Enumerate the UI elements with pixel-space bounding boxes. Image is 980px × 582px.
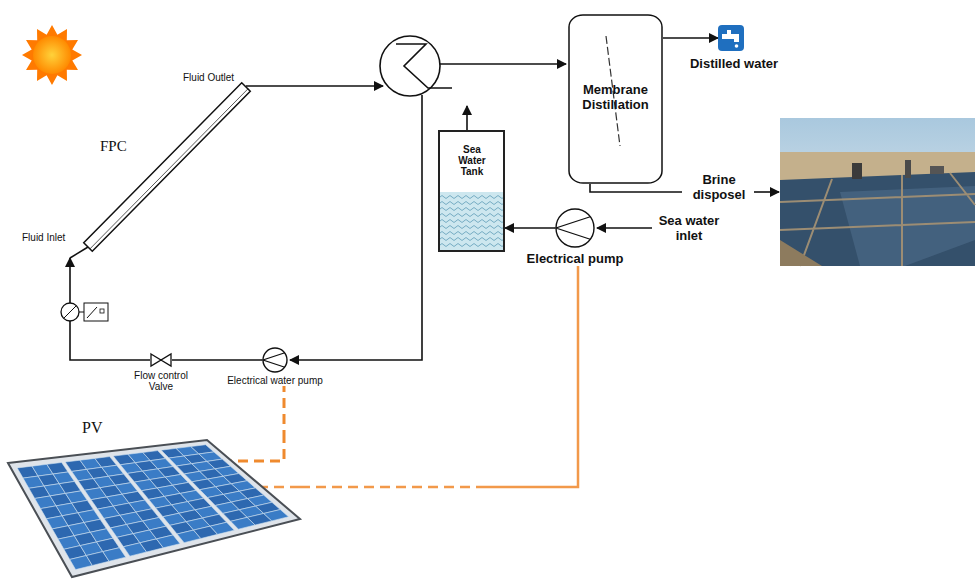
node-text: Electrical water pump	[225, 375, 325, 386]
water-drop	[735, 44, 739, 48]
sun-rays	[22, 25, 82, 85]
water-pump: Electrical water pump	[262, 347, 288, 386]
photo-dikes	[780, 173, 975, 266]
pump-impeller	[263, 353, 285, 368]
power-wire	[222, 440, 284, 461]
pipe-connector	[505, 227, 555, 229]
pump-circle	[263, 348, 287, 372]
collector-tube	[84, 83, 251, 251]
water-wave	[440, 232, 503, 235]
water-wave	[440, 214, 503, 217]
water-wave	[440, 220, 503, 223]
flow-meter	[61, 303, 108, 321]
flow-meter-mark	[100, 309, 104, 313]
annotation-label: Brine disposel	[684, 172, 754, 202]
feed-pipe	[440, 63, 566, 65]
pv-frame	[8, 440, 300, 577]
sun-disc	[33, 36, 71, 74]
pv-cell	[264, 510, 289, 521]
return-pipe	[290, 95, 422, 360]
node-text: Distilled water	[674, 56, 794, 71]
vessel-outline	[569, 15, 662, 183]
water-wave	[440, 196, 503, 199]
water-wave	[440, 208, 503, 211]
collector-shape	[62, 80, 252, 258]
pipe-connector	[663, 37, 718, 39]
pump-symbol	[555, 208, 595, 248]
seawater-inlet-arrow	[597, 227, 652, 229]
evaporation-pond-photo	[780, 118, 975, 266]
seawater-pipe	[466, 106, 468, 130]
node-text: Flow control Valve	[126, 370, 196, 392]
pv-panel	[8, 440, 300, 577]
photo-bank	[780, 240, 822, 266]
pump-symbol	[262, 347, 288, 373]
power-wire	[300, 266, 578, 487]
solar-collector: FPC	[62, 80, 252, 258]
pipe-connector	[70, 258, 150, 360]
collector-inner-line	[90, 89, 248, 249]
sea-water-tank: Sea Water Tank	[438, 130, 505, 252]
tap-icon	[718, 25, 744, 51]
valve-symbol	[150, 353, 172, 367]
photo-pond	[780, 172, 975, 266]
electrical-pump: Electrical pump	[555, 208, 595, 266]
node-text: Sea Water Tank	[451, 144, 493, 177]
pump-impeller	[556, 217, 590, 239]
pv-panel-node: PV	[8, 440, 300, 577]
tap-handle	[727, 30, 731, 34]
tap-spout	[734, 34, 739, 42]
flow-meter-link	[79, 312, 84, 313]
photo-structure	[905, 160, 911, 178]
annotation-label: Fluid Inlet	[22, 232, 65, 243]
inlet-pipe	[70, 247, 88, 258]
tap-body	[722, 34, 736, 39]
sun-icon	[22, 25, 82, 85]
power-wire	[283, 386, 286, 440]
pv-cell	[156, 535, 180, 548]
photo-structure	[852, 163, 862, 179]
membrane-distillation-unit: Membrane Distillation	[568, 14, 663, 184]
flow-meter-needle	[64, 306, 76, 318]
node-text: Membrane Distillation	[568, 82, 663, 112]
pipe-connector	[172, 359, 262, 361]
flow-meter-indicator	[87, 307, 97, 318]
pv-cell	[210, 522, 234, 534]
water-wave	[440, 244, 503, 247]
annotation-label: Sea water inlet	[650, 213, 728, 243]
node-text: PV	[82, 419, 102, 437]
pv-cell	[103, 548, 126, 562]
water-wave	[440, 202, 503, 205]
brine-pipe	[590, 184, 682, 192]
tap-background	[718, 25, 744, 51]
hot-fluid-pipe	[246, 85, 383, 87]
water-wave	[440, 226, 503, 229]
annotation-label: Fluid Outlet	[183, 72, 234, 83]
heat-exchanger-coil	[396, 44, 452, 88]
water-wave	[440, 238, 503, 241]
flow-meter-dial	[61, 303, 79, 321]
node-text: FPC	[100, 138, 127, 155]
distilled-water-tap: Distilled water	[718, 25, 744, 71]
photo-sky	[780, 118, 975, 266]
heat-exchanger	[380, 36, 440, 96]
flow-control-valve: Flow control Valve	[150, 353, 172, 392]
water-fill	[440, 192, 503, 250]
valve-bowtie	[151, 354, 171, 366]
photo-structure	[930, 166, 944, 174]
pump-circle	[556, 209, 594, 247]
node-text: Electrical pump	[510, 251, 640, 266]
tank-water	[440, 192, 503, 250]
flow-meter-display	[84, 303, 108, 321]
brine-arrow	[754, 191, 779, 193]
